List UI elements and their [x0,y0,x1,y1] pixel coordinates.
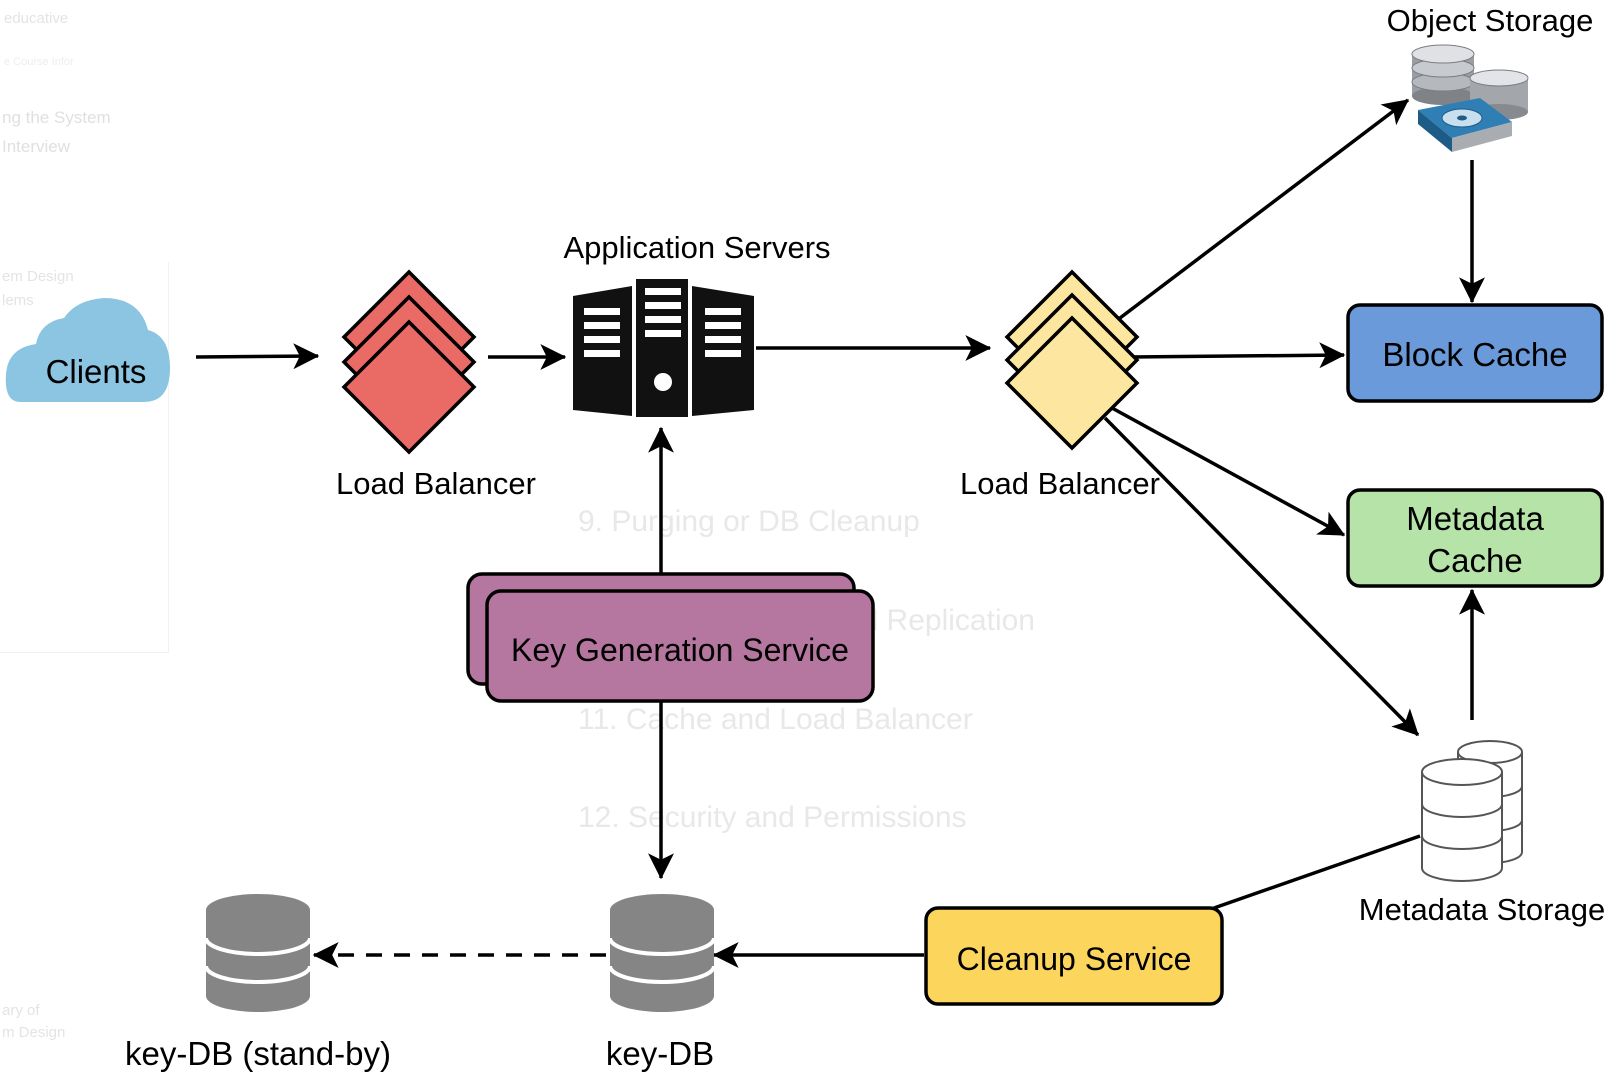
load-balancer-2-node: Load Balancer [960,269,1160,501]
metadata-cache-node: Metadata Cache [1346,488,1604,588]
edge-clients-to-lb1 [195,343,320,370]
metadata-cache-label-line2: Cache [1427,542,1522,579]
metadata-cache-label-line1: Metadata [1406,500,1544,537]
background-sidebar [0,262,169,653]
background-sidebar-item: ng the System [2,108,111,127]
database-icon [608,894,716,1012]
background-sidebar-item: ary of [2,1002,40,1019]
background-section-heading: 11. Cache and Load Balancer [578,703,973,736]
background-sidebar-item: e Course Infor [4,56,74,68]
cleanup-service-label: Cleanup Service [957,941,1192,977]
diamond-stack-icon [341,269,477,455]
object-storage-node: Object Storage [1387,3,1594,152]
cloud-icon [5,298,171,402]
background-sidebar-item: lems [2,292,34,309]
background-section-heading: 9. Purging or DB Cleanup [578,505,920,538]
application-servers-label: Application Servers [563,230,830,265]
load-balancer-2-label: Load Balancer [960,466,1160,501]
diamond-stack-icon [1004,269,1140,451]
key-generation-service-label: Key Generation Service [511,632,849,668]
key-generation-service-node: Key Generation Service [466,572,875,703]
metadata-storage-node: Metadata Storage [1359,740,1605,927]
storage-disks-icon [1411,44,1529,152]
edge-lb2-to-metadata-storage [1103,416,1420,737]
edge-lb2-to-block-cache [1129,342,1346,369]
edge-metadata-storage-to-cleanup [1213,834,1421,910]
key-db-node: key-DB [606,894,716,1072]
background-brand: educative [4,10,69,27]
block-cache-node: Block Cache [1346,303,1604,403]
background-sidebar-item: Interview [2,137,71,156]
clients-label: Clients [46,353,147,390]
application-servers-node: Application Servers [563,230,831,417]
cleanup-service-node: Cleanup Service [924,906,1224,1006]
background-section-heading: 12. Security and Permissions [578,801,967,834]
key-db-standby-label: key-DB (stand-by) [125,1035,391,1072]
key-db-standby-node: key-DB (stand-by) [125,894,391,1072]
edge-lb2-to-metadata-cache [1111,406,1346,537]
database-icon [1421,740,1523,882]
block-cache-label: Block Cache [1382,336,1567,373]
edge-lb2-to-object-storage [1118,98,1410,320]
clients-node: Clients [5,298,171,402]
key-db-label: key-DB [606,1035,714,1072]
load-balancer-1-label: Load Balancer [336,466,536,501]
server-rack-icon [573,279,754,417]
object-storage-label: Object Storage [1387,3,1594,38]
background-sidebar-item: em Design [2,268,74,285]
metadata-storage-label: Metadata Storage [1359,892,1605,927]
load-balancer-1-node: Load Balancer [336,269,536,501]
background-sidebar-item: m Design [2,1024,66,1041]
database-icon [204,894,312,1012]
